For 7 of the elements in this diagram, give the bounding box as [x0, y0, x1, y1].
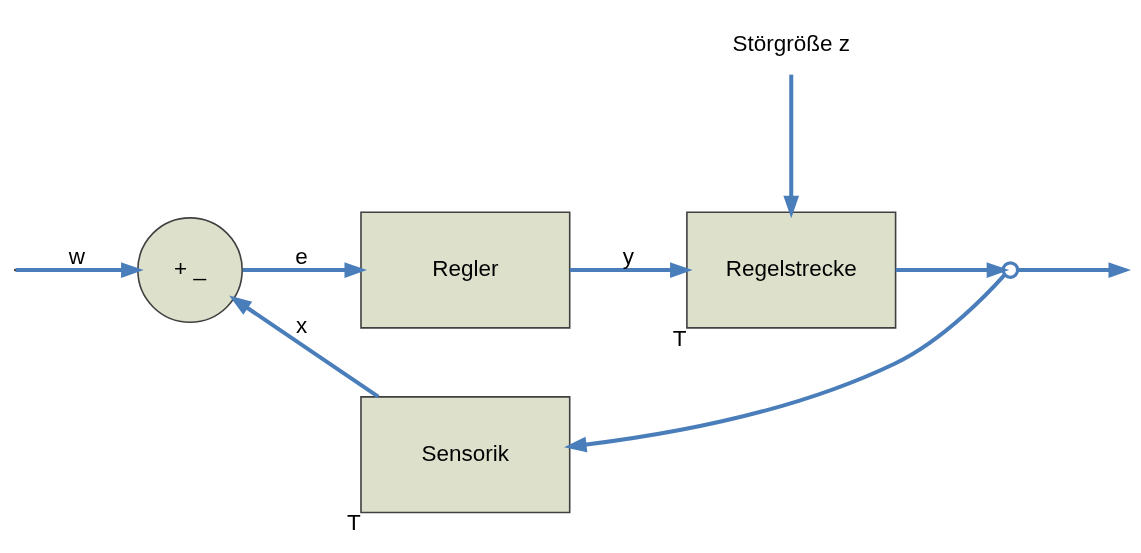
node-text: Störgröße z	[732, 31, 850, 57]
edge-label: w	[68, 243, 85, 269]
node-label: T	[672, 325, 687, 351]
node-label: T	[346, 510, 361, 536]
edge-label: e	[295, 243, 308, 269]
edge-label: y	[622, 243, 634, 269]
edge-label: x	[295, 313, 308, 339]
